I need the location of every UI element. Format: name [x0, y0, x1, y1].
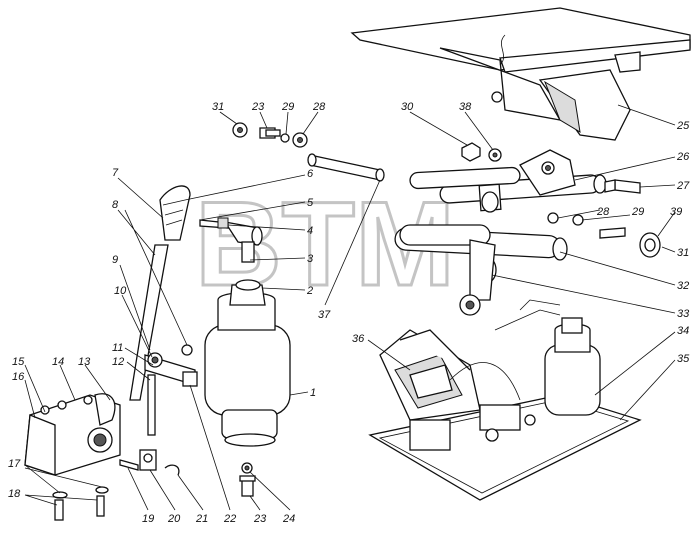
leader-lines: [24, 104, 676, 511]
callout-29-top: 29: [281, 101, 294, 113]
hardware-top-right: [461, 142, 661, 258]
callout-24: 24: [282, 513, 295, 525]
callout-29-right: 29: [631, 206, 644, 218]
callout-28-right: 28: [596, 206, 610, 218]
callout-28-top: 28: [312, 101, 326, 113]
callout-22: 22: [223, 513, 236, 525]
right-assembly-valves: [409, 299, 561, 451]
callout-32: 32: [677, 280, 689, 292]
part-1-air-spring: [204, 279, 291, 447]
callout-23-top: 23: [251, 101, 265, 113]
callout-33: 33: [677, 308, 690, 320]
callout-7: 7: [112, 167, 119, 179]
callout-36: 36: [352, 333, 365, 345]
part-25-mount-bracket: [350, 7, 691, 141]
callout-13: 13: [78, 356, 91, 368]
callout-10: 10: [114, 285, 127, 297]
callout-5: 5: [307, 197, 314, 209]
callout-17: 17: [8, 458, 21, 470]
callout-27: 27: [676, 180, 690, 192]
fasteners-bottom-center: [239, 462, 256, 497]
callout-20: 20: [167, 513, 181, 525]
callout-39: 39: [670, 206, 682, 218]
callout-38: 38: [459, 101, 472, 113]
callout-15: 15: [12, 356, 25, 368]
callout-18: 18: [8, 488, 21, 500]
callout-34: 34: [677, 325, 689, 337]
callout-23-bottom: 23: [253, 513, 267, 525]
callout-30: 30: [401, 101, 414, 113]
callout-labels: 1 2 3 4 5 6 7 8 9 10 11 12 13 14 15 16 1…: [8, 101, 690, 525]
callout-35: 35: [677, 353, 690, 365]
part-32-lower-arm: [394, 224, 568, 316]
callout-19: 19: [142, 513, 154, 525]
callout-37: 37: [318, 309, 331, 321]
part-6-clamp: [159, 185, 191, 241]
callout-3: 3: [307, 253, 314, 265]
part-36-lever-arm: [379, 329, 481, 421]
callout-21: 21: [195, 513, 208, 525]
callout-14: 14: [52, 356, 64, 368]
parts-19-21: [119, 449, 180, 476]
part-15-valve-block: [24, 393, 121, 476]
fasteners-bottom-left: [52, 486, 109, 521]
part-26-upper-arm: [409, 149, 607, 213]
callout-31-top: 31: [212, 101, 224, 113]
part-12-lever: [144, 352, 198, 436]
part-3-valve-body: [199, 217, 263, 263]
hardware-top-left: [232, 122, 308, 148]
callout-4: 4: [307, 225, 313, 237]
part-37-rod: [307, 153, 385, 182]
callout-2: 2: [306, 285, 313, 297]
callout-6: 6: [307, 168, 314, 180]
part-34-air-spring-right: [544, 317, 601, 416]
callout-8: 8: [112, 199, 119, 211]
callout-11: 11: [112, 342, 123, 354]
callout-9: 9: [112, 254, 118, 266]
callout-16: 16: [12, 371, 25, 383]
callout-25: 25: [676, 120, 690, 132]
callout-12: 12: [112, 356, 124, 368]
callout-26: 26: [676, 151, 690, 163]
callout-31-right: 31: [677, 247, 689, 259]
callout-1: 1: [310, 387, 316, 399]
